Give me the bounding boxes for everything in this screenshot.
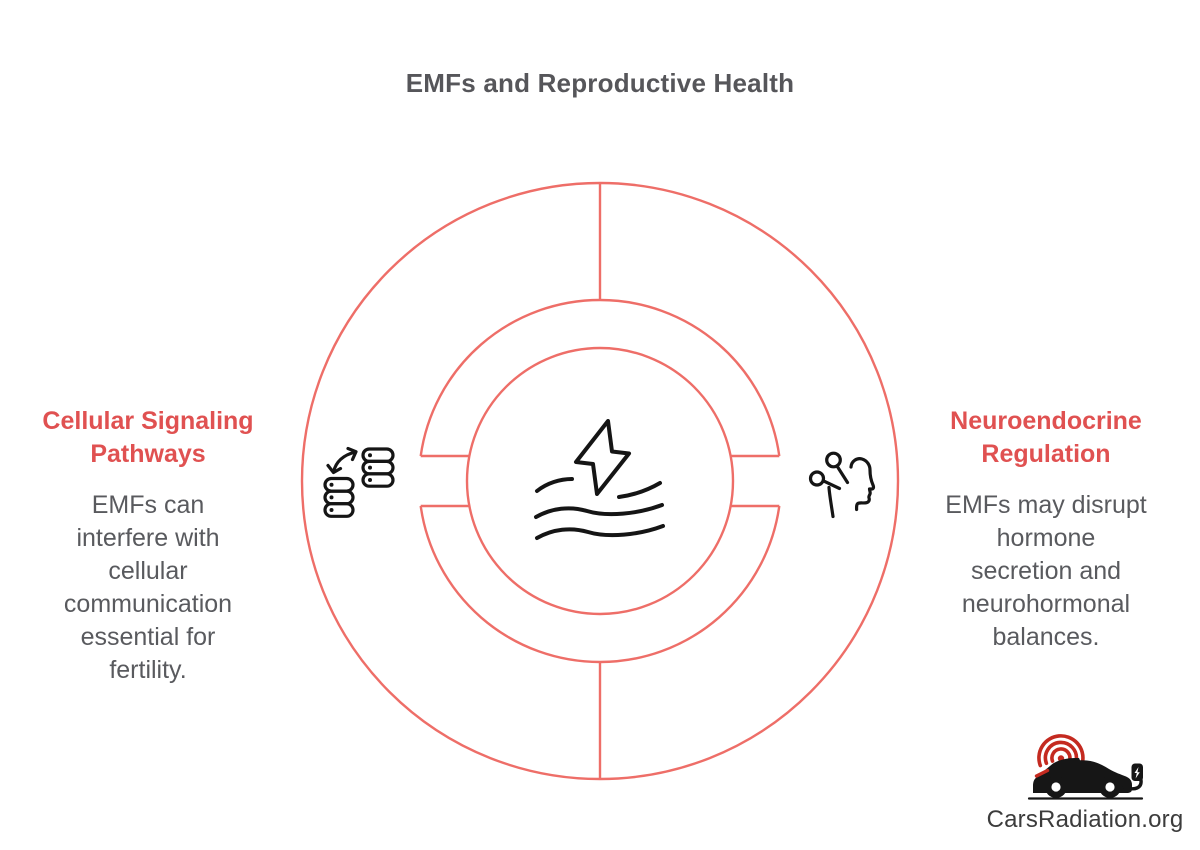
branding: CarsRadiation.org: [975, 714, 1195, 836]
left-label: Cellular Signaling Pathways EMFs can int…: [12, 387, 284, 705]
radiation-waves: [1037, 734, 1085, 768]
stack-dots: [329, 453, 372, 512]
left-label-heading: Cellular Signaling Pathways: [42, 407, 254, 468]
site-name: CarsRadiation.org: [986, 806, 1184, 833]
car-wheels: [1045, 776, 1121, 798]
concentric-rings-diagram: [300, 181, 900, 781]
plug-bolt: [1134, 767, 1140, 779]
stack-left: [323, 476, 355, 518]
head-signals-icon: [808, 451, 876, 519]
charging-cable: [1122, 778, 1143, 791]
neck-line: [827, 485, 835, 519]
lightning-bolt: [574, 419, 631, 496]
ring-gap-caps: [420, 454, 780, 508]
stack-right: [361, 447, 395, 488]
page-title: EMFs and Reproductive Health: [405, 68, 795, 98]
signal-node-left: [808, 470, 826, 487]
right-label-body: EMFs may disrupt hormone secretion and n…: [945, 491, 1147, 651]
right-label-heading: Neuroendocrine Regulation: [950, 407, 1142, 468]
sync-arrow-head-lower: [326, 463, 343, 475]
tail-light: [1034, 768, 1050, 778]
sync-arrow-head-upper: [346, 446, 358, 462]
left-label-body: EMFs can interfere with cellular communi…: [63, 491, 233, 684]
lightning-waves-icon: [534, 419, 665, 540]
wave-1-right: [617, 481, 662, 499]
signal-line-left: [821, 479, 842, 491]
inner-circle: [465, 346, 735, 616]
wave-3: [535, 524, 665, 540]
wave-2: [534, 503, 664, 519]
head-profile: [849, 457, 876, 512]
signal-line-top: [835, 464, 850, 485]
car-radiation-logo-icon: [1027, 734, 1144, 800]
sync-arrow: [331, 450, 358, 474]
signal-node-top: [825, 451, 842, 469]
wave-1-left: [535, 477, 574, 493]
right-label: Neuroendocrine Regulation EMFs may disru…: [912, 387, 1180, 672]
data-exchange-icon: [323, 446, 395, 518]
